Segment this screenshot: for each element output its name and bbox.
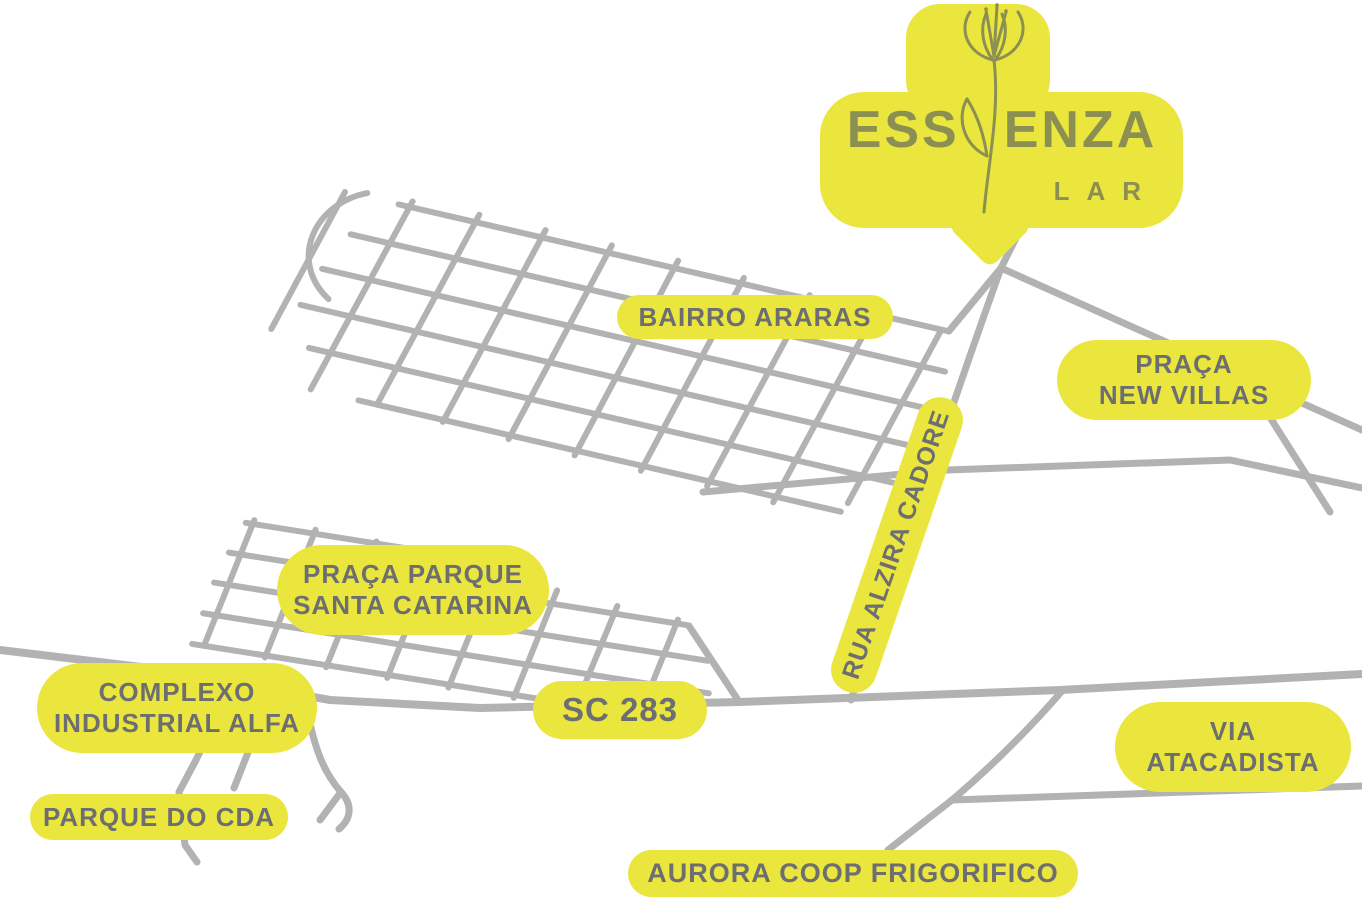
label-text: COMPLEXO [98,677,256,708]
label-text: PRAÇA [1135,349,1233,380]
label-text: NEW VILLAS [1098,380,1270,410]
logo-pin-shape [820,92,1183,228]
label-text: INDUSTRIAL ALFA [53,708,301,738]
label-text: SANTA CATARINA [293,590,533,620]
logo-text-right: ENZA [1003,101,1158,159]
label-parque-do-cda: PARQUE DO CDA [30,794,288,840]
label-text: AURORA COOP FRIGORIFICO [647,857,1059,888]
label-praca-parque-santa-catarina: PRAÇA PARQUE SANTA CATARINA [277,545,549,635]
label-complexo-industrial-alfa: COMPLEXO INDUSTRIAL ALFA [37,663,317,753]
logo-wordmark: ESS ENZA [818,104,1186,156]
label-text: PARQUE DO CDA [42,801,276,832]
label-praca-new-villas: PRAÇA NEW VILLAS [1057,340,1311,420]
label-sc-283: SC 283 [533,681,707,739]
street-grid-bairro-araras [268,189,953,515]
essenza-lar-logo: ESS ENZA LAR [818,0,1186,280]
logo-subtitle: LAR [1053,176,1158,206]
label-via-atacadista: VIA ATACADISTA [1115,702,1351,792]
label-text: ATACADISTA [1146,747,1320,777]
flower-icon [960,3,1025,214]
label-bairro-araras: BAIRRO ARARAS [617,295,893,339]
logo-text-left: ESS [846,101,960,159]
label-text: SC 283 [561,690,679,728]
label-text: PRAÇA PARQUE [302,559,523,590]
label-text: VIA [1209,716,1257,747]
label-text: BAIRRO ARARAS [638,301,872,332]
label-aurora-coop-frigorifico: AURORA COOP FRIGORIFICO [628,850,1078,897]
